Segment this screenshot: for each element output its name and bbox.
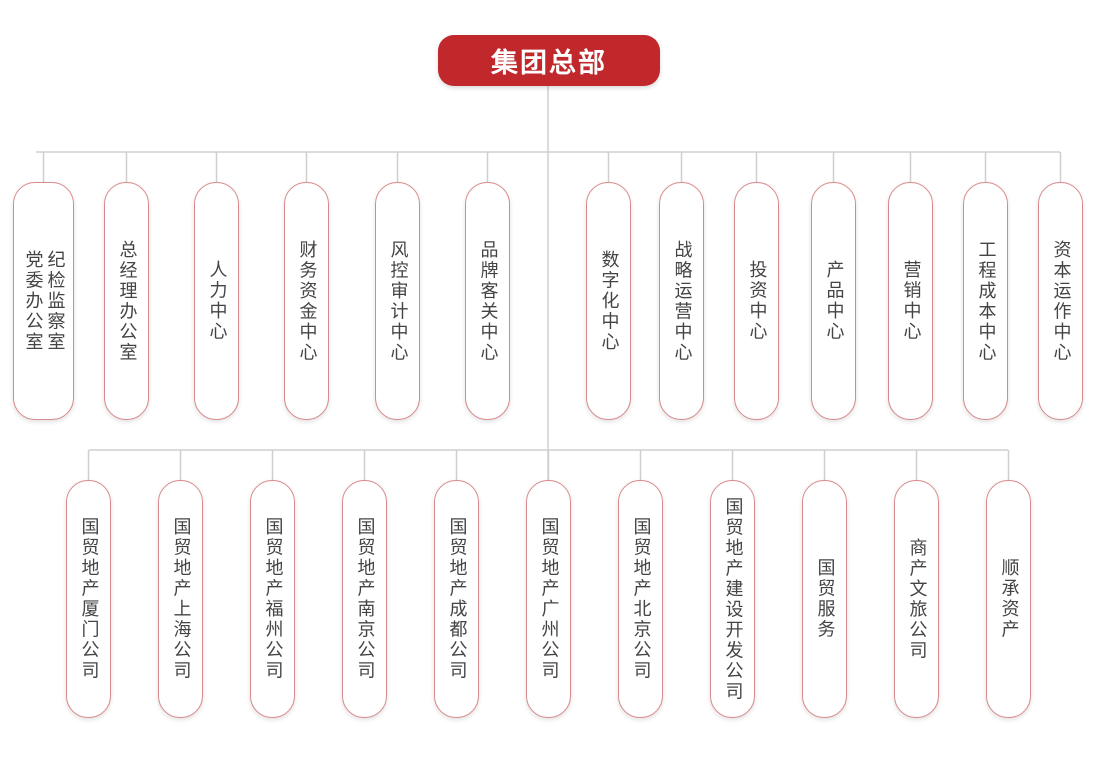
subsidiary-node-label: 国贸地产建设开发公司 [722,496,744,702]
subsidiary-node-label: 国贸服务 [814,558,836,640]
center-node-label: 品牌客关中心 [477,239,499,363]
center-node-product: 产品中心 [811,182,856,420]
center-node-digital: 数字化中心 [586,182,631,420]
root-node-group-headquarters: 集团总部 [438,35,660,86]
center-node-label: 投资中心 [746,260,768,342]
subsidiary-node-label: 商产文旅公司 [906,537,928,661]
subsidiary-node-fuzhou: 国贸地产福州公司 [250,480,295,718]
center-node-label: 纪检监察室 党委办公室 [22,249,66,353]
subsidiary-node-shanghai: 国贸地产上海公司 [158,480,203,718]
subsidiary-node-guangzhou: 国贸地产广州公司 [526,480,571,718]
subsidiary-node-xiamen: 国贸地产厦门公司 [66,480,111,718]
center-node-label: 人力中心 [206,260,228,342]
center-node-general-manager-office: 总经理办公室 [104,182,149,420]
subsidiary-node-label: 国贸地产北京公司 [630,517,652,681]
center-node-label: 工程成本中心 [975,239,997,363]
subsidiary-node-label: 顺承资产 [998,558,1020,640]
center-node-risk-audit: 风控审计中心 [375,182,420,420]
subsidiary-node-label: 国贸地产成都公司 [446,517,468,681]
center-node-strategy-operations: 战略运营中心 [659,182,704,420]
subsidiary-node-shuncheng-assets: 顺承资产 [986,480,1031,718]
center-node-hr: 人力中心 [194,182,239,420]
subsidiary-node-label: 国贸地产厦门公司 [78,517,100,681]
center-node-label: 总经理办公室 [116,239,138,363]
center-node-investment: 投资中心 [734,182,779,420]
subsidiary-node-label: 国贸地产南京公司 [354,517,376,681]
upper-drop-lines [42,152,1062,182]
subsidiary-node-label: 国贸地产上海公司 [170,517,192,681]
center-node-capital-operations: 资本运作中心 [1038,182,1083,420]
center-node-brand-relations: 品牌客关中心 [465,182,510,420]
subsidiary-node-services: 国贸服务 [802,480,847,718]
root-node-label: 集团总部 [491,48,607,79]
center-node-label: 战略运营中心 [671,239,693,363]
center-node-label: 财务资金中心 [296,239,318,363]
center-node-label: 产品中心 [823,260,845,342]
center-node-finance: 财务资金中心 [284,182,329,420]
center-node-label: 风控审计中心 [387,239,409,363]
subsidiary-node-label: 国贸地产广州公司 [538,517,560,681]
center-node-discipline-party-office: 纪检监察室 党委办公室 [13,182,74,420]
subsidiary-node-construction-development: 国贸地产建设开发公司 [710,480,755,718]
center-node-label: 营销中心 [900,260,922,342]
center-node-label: 资本运作中心 [1050,239,1072,363]
lower-drop-lines [87,450,1010,480]
center-node-marketing: 营销中心 [888,182,933,420]
center-node-label: 数字化中心 [598,249,620,353]
subsidiary-node-chengdu: 国贸地产成都公司 [434,480,479,718]
center-node-engineering-cost: 工程成本中心 [963,182,1008,420]
subsidiary-node-label: 国贸地产福州公司 [262,517,284,681]
subsidiary-node-beijing: 国贸地产北京公司 [618,480,663,718]
subsidiary-node-commerce-culture-tourism: 商产文旅公司 [894,480,939,718]
subsidiary-node-nanjing: 国贸地产南京公司 [342,480,387,718]
